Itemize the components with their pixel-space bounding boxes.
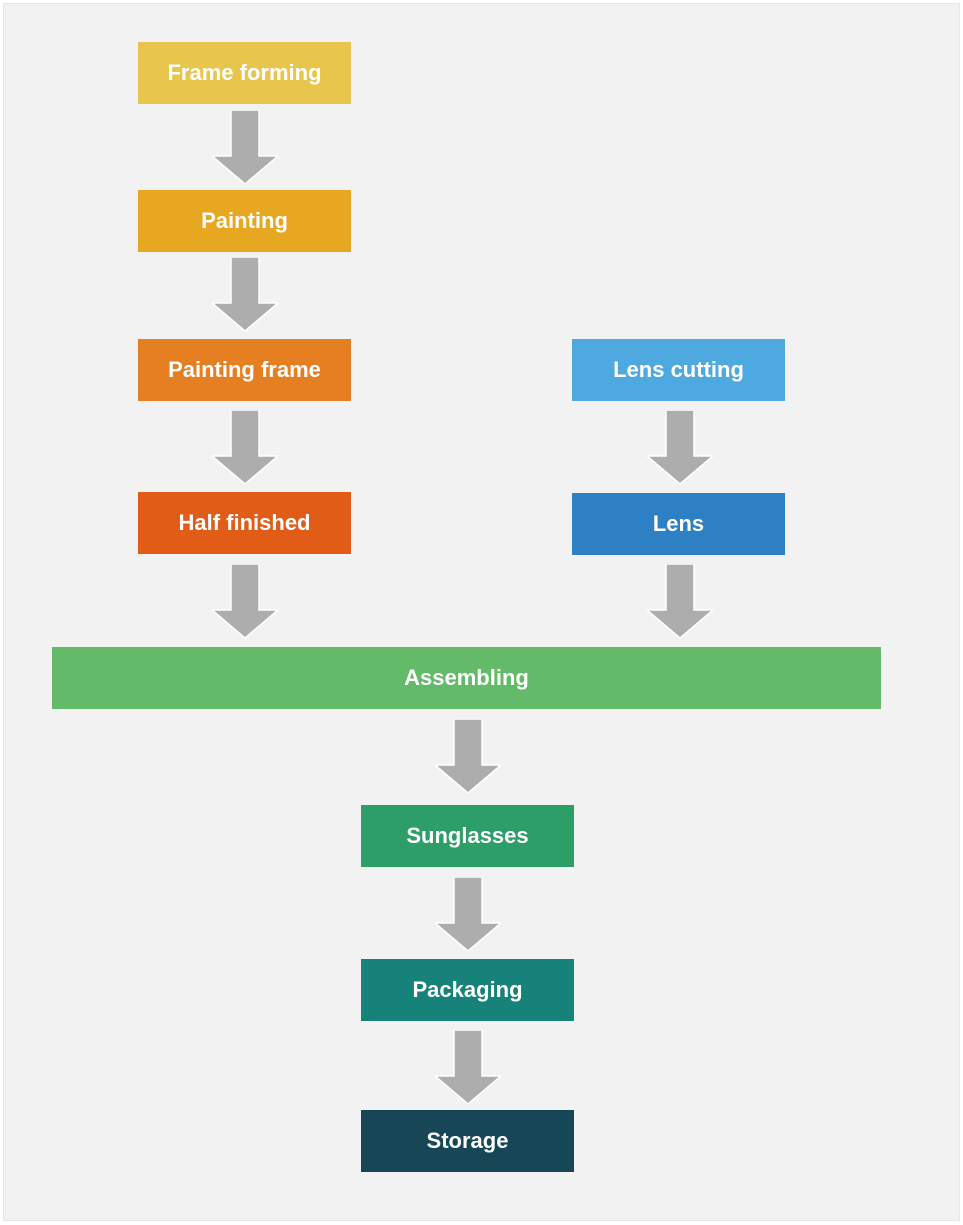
arrow-down-icon (435, 1030, 501, 1104)
sunglasses-box: Sunglasses (361, 805, 574, 867)
arrow-down-icon (212, 110, 278, 184)
arrow-down-icon (435, 877, 501, 951)
arrow-down-icon (212, 257, 278, 331)
lens-box: Lens (572, 493, 785, 555)
arrow-down-icon (435, 719, 501, 793)
arrow-down-icon (647, 410, 713, 484)
half-finished-box: Half finished (138, 492, 351, 554)
painting-frame-box: Painting frame (138, 339, 351, 401)
frame-forming-box: Frame forming (138, 42, 351, 104)
arrow-down-icon (212, 410, 278, 484)
arrow-down-icon (212, 564, 278, 638)
painting-box: Painting (138, 190, 351, 252)
storage-box: Storage (361, 1110, 574, 1172)
lens-cutting-box: Lens cutting (572, 339, 785, 401)
arrow-down-icon (647, 564, 713, 638)
assembling-box: Assembling (52, 647, 881, 709)
packaging-box: Packaging (361, 959, 574, 1021)
